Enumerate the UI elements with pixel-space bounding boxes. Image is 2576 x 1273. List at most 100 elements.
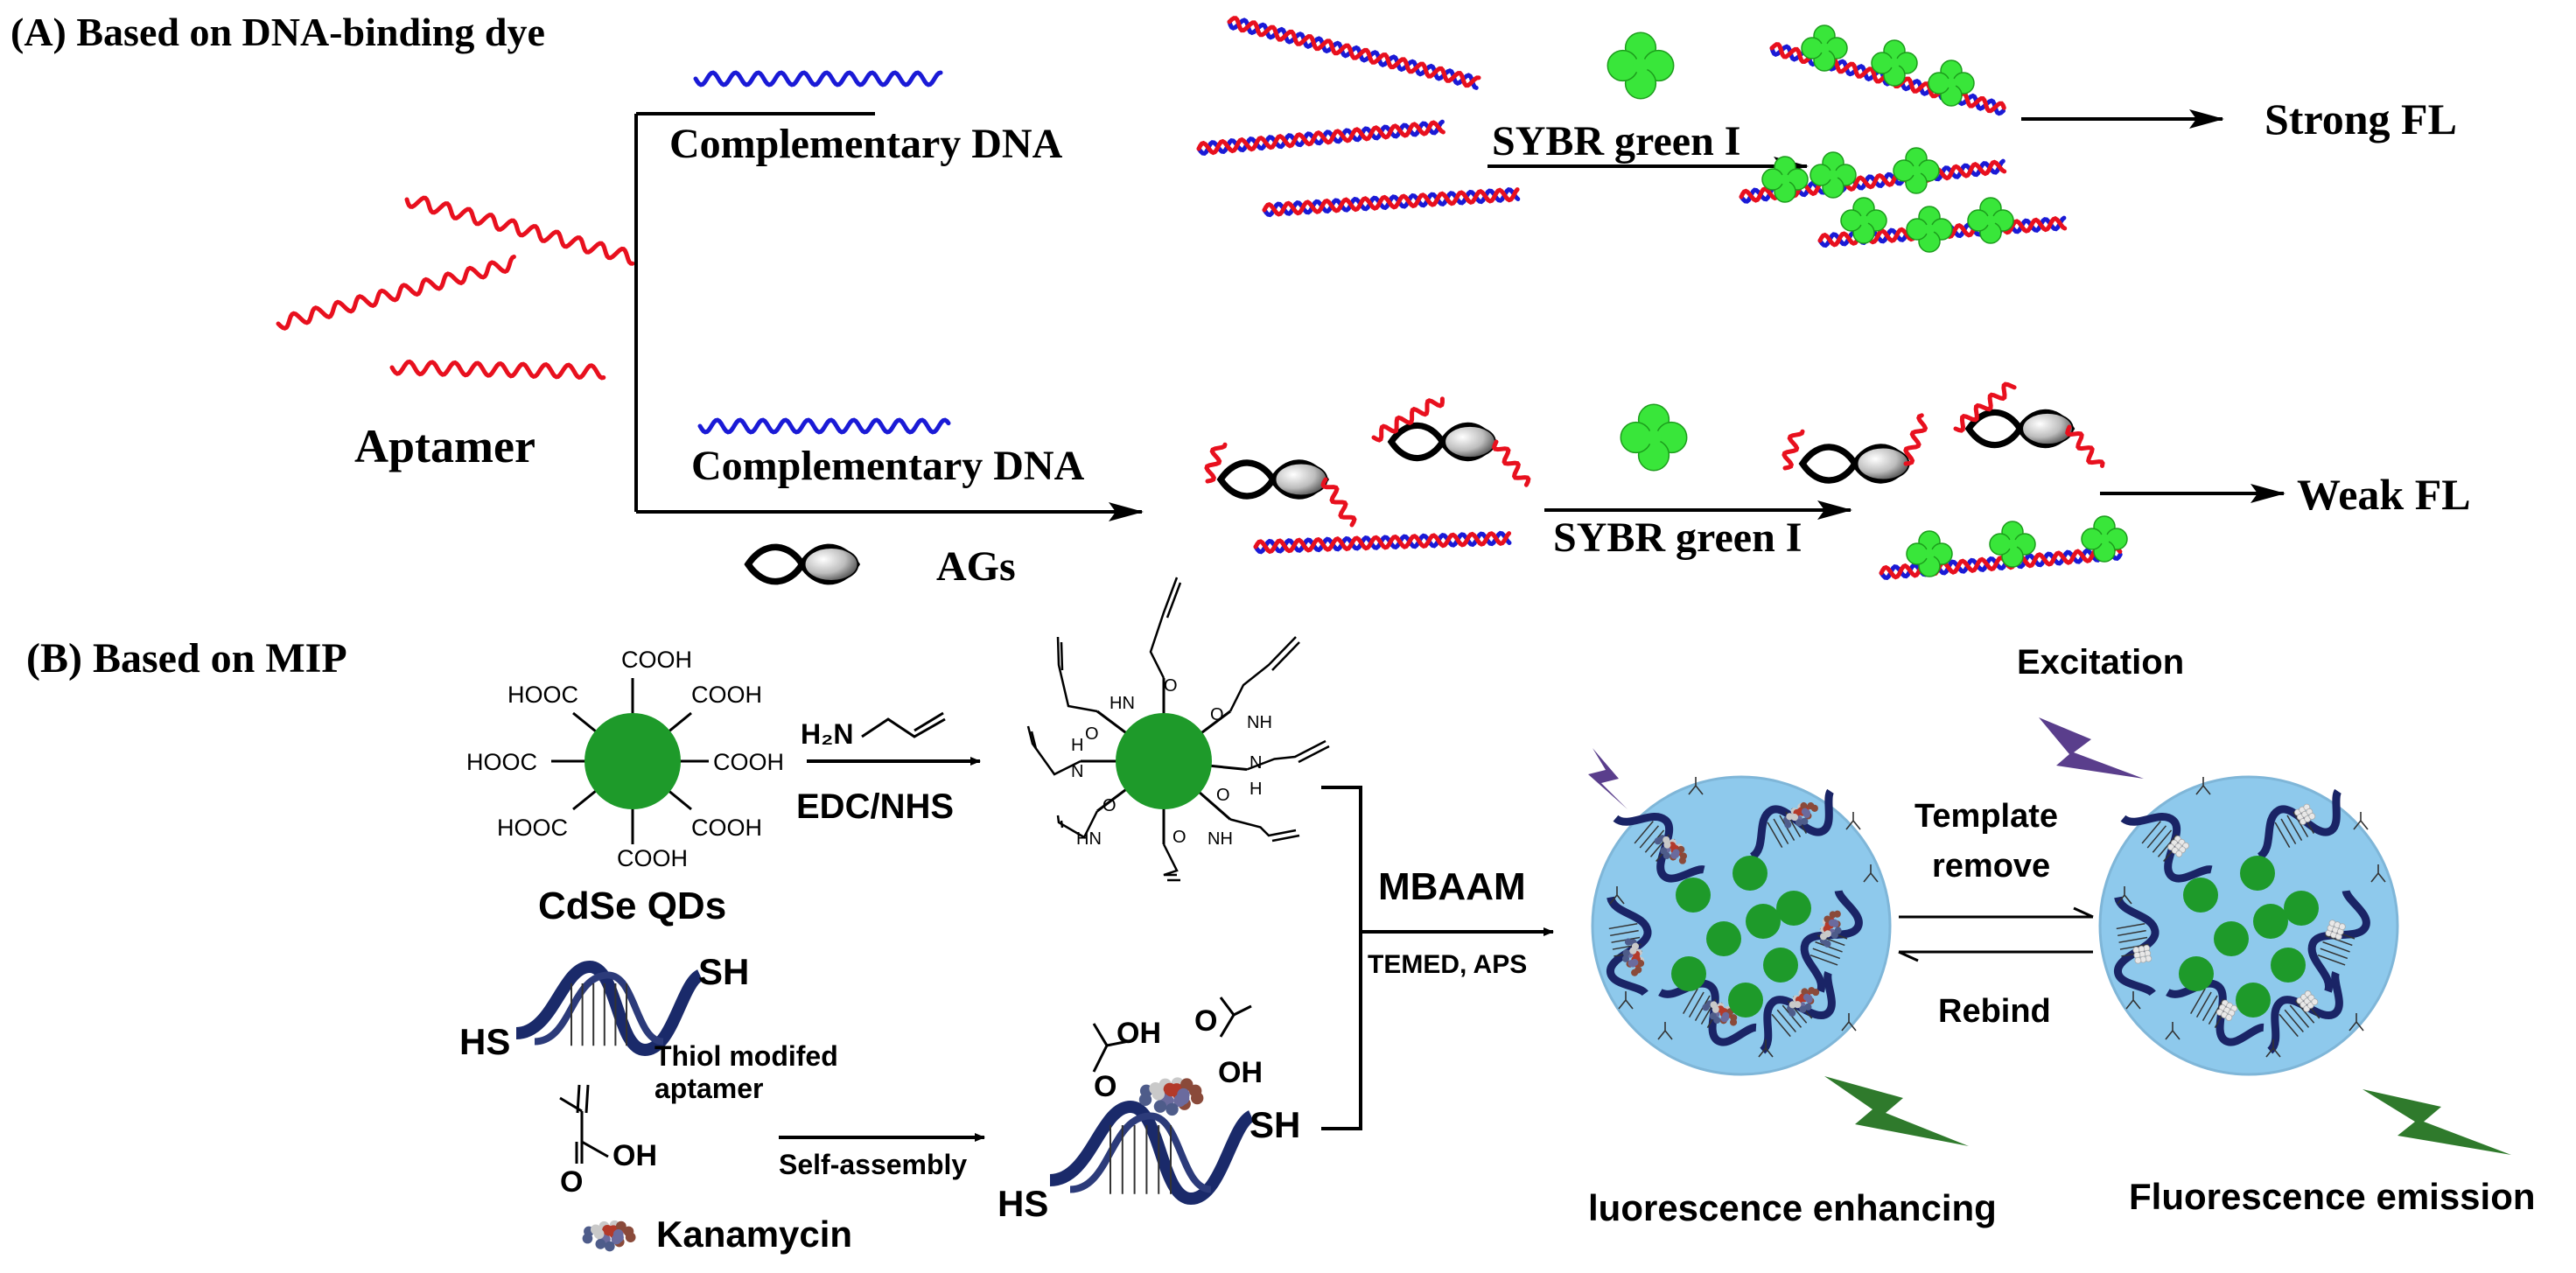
dsdna-duplexes-top xyxy=(1196,16,1521,218)
mip-sphere-with-template xyxy=(1591,775,1892,1076)
mip-qd-dot xyxy=(2284,891,2319,926)
mip-qd-dot xyxy=(1732,856,1768,891)
template-label-line2: remove xyxy=(1932,848,2050,885)
cdse-qd-structure xyxy=(551,678,709,844)
assembled-oh-label-right: OH xyxy=(1218,1056,1263,1089)
edc-nhs-label: EDC/NHS xyxy=(796,787,954,826)
amide-atom-label: N xyxy=(1250,753,1262,773)
hooc-label-left: HOOC xyxy=(466,749,537,775)
sybr-molecule-icon xyxy=(1810,151,1857,199)
amide-atom-label: O xyxy=(1210,705,1224,724)
mip-aptamer-helix xyxy=(1759,970,1836,1054)
amide-atom-label: N xyxy=(1071,762,1083,781)
mip-qd-dot xyxy=(1706,921,1741,956)
mip-qd-dot xyxy=(1776,891,1811,926)
sybr-molecule-icon xyxy=(1906,206,1953,253)
mip-qd-dot xyxy=(1746,904,1781,939)
kanamycin-molecule-icon xyxy=(582,1220,636,1252)
mip-qd-dot xyxy=(2236,983,2271,1018)
ag-complex-left xyxy=(1216,459,1330,500)
allylamine-double-bond xyxy=(914,711,944,732)
ag-complex-right xyxy=(1387,422,1498,462)
mip-aptamer-helix xyxy=(1749,788,1835,861)
excitation-lightning-left xyxy=(1588,748,1628,809)
sybr-clover-bottom xyxy=(1620,403,1688,472)
rebind-arrow-head xyxy=(1898,950,1919,962)
assembled-o-label-right: O xyxy=(1194,1004,1217,1038)
acid-oh-label: OH xyxy=(612,1139,657,1172)
cooh-label-top: COOH xyxy=(621,647,692,673)
acid-o-label: O xyxy=(560,1165,583,1199)
assembled-o-label-left: O xyxy=(1094,1070,1116,1103)
cooh-label-bottom: COOH xyxy=(617,845,688,871)
sybr-molecule-icon xyxy=(1893,147,1940,194)
sybr-molecule-icon xyxy=(1761,156,1809,203)
aptamer-ag-complexes xyxy=(1204,396,1531,555)
amide-atom-label: NH xyxy=(1208,829,1233,849)
emission-lightning-right xyxy=(2362,1089,2511,1155)
template-label-line1: Template xyxy=(1914,798,2058,835)
complementary-dna-strand-top xyxy=(693,70,943,87)
amide-atom-label: O xyxy=(1164,676,1178,696)
sybr-molecule-icon xyxy=(1840,197,1887,244)
hooc-label-upper-left: HOOC xyxy=(508,682,578,708)
mbaam-label: MBAAM xyxy=(1378,865,1526,908)
amide-atom-label: HN xyxy=(1110,694,1135,713)
assembled-oh-label-left: OH xyxy=(1116,1017,1161,1050)
sybr-molecule-icon xyxy=(1967,197,2014,244)
ag-complex-stained-left xyxy=(1798,444,1912,484)
cooh-label-right: COOH xyxy=(713,749,784,775)
mip-qd-dot xyxy=(1763,948,1798,983)
cooh-label-lower-right: COOH xyxy=(691,815,762,841)
aptamer-label: Aptamer xyxy=(354,420,536,472)
strong-fl-label: Strong FL xyxy=(2264,94,2457,143)
sybr-molecule-icon xyxy=(2081,515,2128,563)
aptamer-strands xyxy=(276,195,635,381)
hs-label-thiol: HS xyxy=(459,1021,510,1062)
cdse-qd-sphere xyxy=(584,713,681,809)
mip-sphere-template-removed xyxy=(2098,775,2399,1076)
complementary-dna-label-bottom: Complementary DNA xyxy=(691,443,1085,489)
cdse-qds-label: CdSe QDs xyxy=(538,885,726,927)
sybr-green-icon-top xyxy=(1606,31,1675,100)
stained-dsdna-top xyxy=(1739,24,2068,253)
sybr-molecule-icon xyxy=(1871,39,1918,87)
template-remove-arrow-head xyxy=(2073,906,2094,919)
panel-a-title: (A) Based on DNA-binding dye xyxy=(10,10,545,54)
mip-qd-dot xyxy=(2271,948,2306,983)
sybr-label-top: SYBR green I xyxy=(1492,118,1740,164)
amide-atom-label: O xyxy=(1216,786,1230,805)
mip-qd-dot xyxy=(2179,956,2214,991)
sybr-label-bottom: SYBR green I xyxy=(1553,514,1802,561)
complementary-dna-label-top: Complementary DNA xyxy=(669,121,1063,167)
bracket xyxy=(1321,786,1362,1130)
assembled-aptamer-structure xyxy=(1049,997,1256,1206)
amide-atom-label: O xyxy=(1102,796,1116,815)
fluorescence-emission-label: Fluorescence emission xyxy=(2129,1176,2536,1217)
complementary-dna-strand-bottom xyxy=(697,417,951,435)
mip-aptamer-helix xyxy=(2266,970,2343,1054)
stained-complexes-bottom xyxy=(1782,381,2128,581)
excitation-label: Excitation xyxy=(2017,643,2184,682)
mip-qd-dot xyxy=(2183,878,2218,913)
amide-atom-label: H xyxy=(1250,780,1262,799)
thiol-label-line2: aptamer xyxy=(654,1073,764,1104)
sybr-clover-top xyxy=(1606,31,1675,100)
hooc-label-lower-left: HOOC xyxy=(497,815,568,841)
panel-b-title: (B) Based on MIP xyxy=(26,635,347,682)
sybr-molecule-icon xyxy=(1906,530,1953,577)
mip-aptamer-helix xyxy=(1606,896,1652,997)
mip-aptamer-helix xyxy=(1613,812,1705,883)
amide-atom-label: HN xyxy=(1076,829,1102,849)
mip-qd-dot xyxy=(2253,904,2288,939)
mip-qd-dot xyxy=(1676,878,1711,913)
ags-icon xyxy=(744,543,861,585)
sybr-molecule-icon xyxy=(1801,24,1848,72)
mip-aptamer-helix xyxy=(1800,889,1863,993)
mip-aptamer-helix xyxy=(2307,889,2370,993)
fluorescence-enhancing-label: luorescence enhancing xyxy=(1588,1187,1997,1228)
amidated-qd-sphere xyxy=(1116,713,1212,809)
mip-qd-dot xyxy=(2214,921,2249,956)
